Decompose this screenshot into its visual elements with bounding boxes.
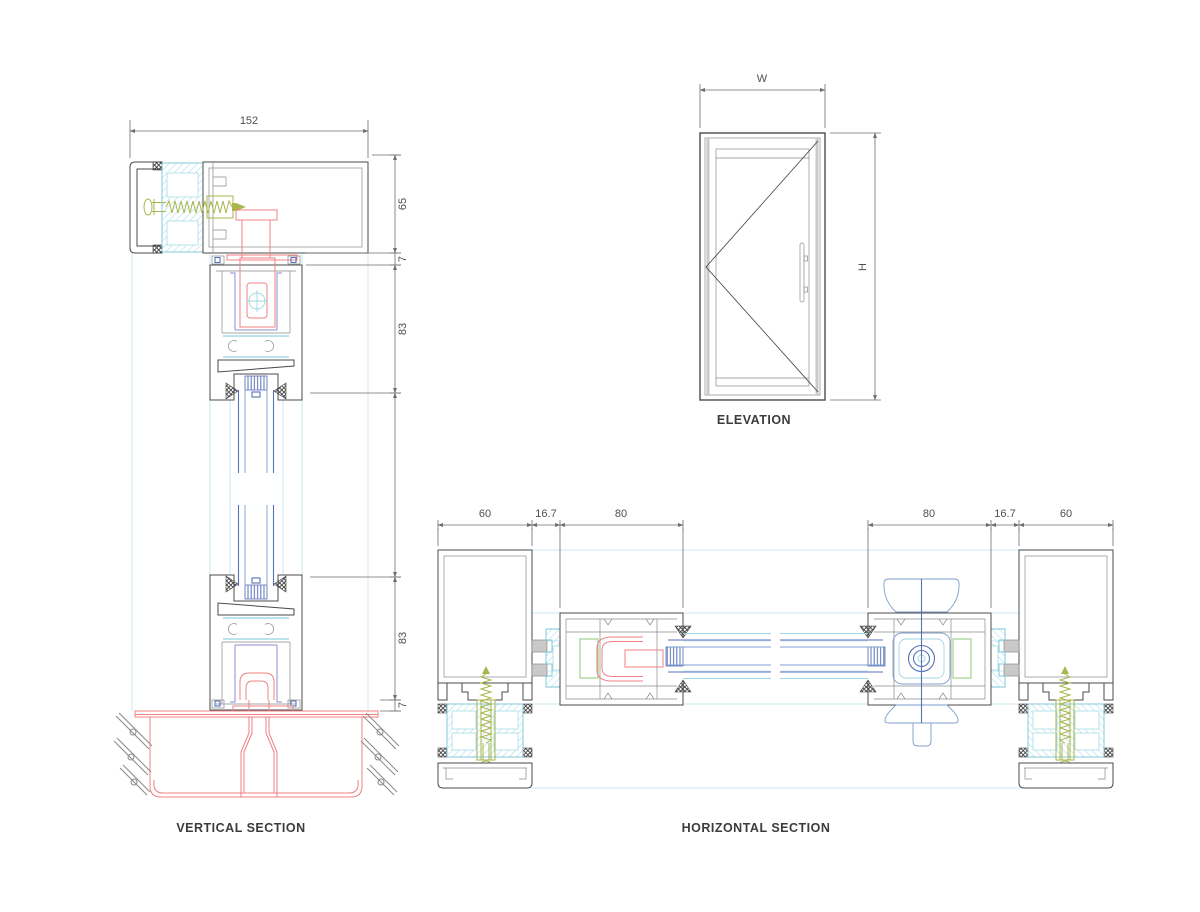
lock-hardware (596, 636, 664, 682)
pivot-hinge-hardware (883, 578, 960, 747)
top-pivot-hardware (226, 209, 298, 328)
projection-lines (131, 253, 369, 711)
ground-hatch (113, 712, 400, 796)
dim-top-rail-label: 83 (397, 323, 409, 335)
dim-right-jamb-label: 60 (1060, 508, 1072, 520)
dim-overall-width-label: 152 (240, 115, 258, 127)
left-jamb-and-lock-stile (437, 549, 772, 789)
sash-bottom-rail (209, 574, 303, 711)
horizontal-section-drawing: 60 16.7 80 80 16.7 60 HORIZONTAL SECTION (437, 508, 1114, 835)
dim-bottom-rail-label: 83 (397, 632, 409, 644)
pivot-axis-symbol (246, 290, 268, 312)
dim-right-stile-label: 80 (923, 508, 935, 520)
elevation-title: ELEVATION (717, 413, 791, 427)
dim-bottom-clearance-label: 7 (397, 702, 409, 708)
vertical-section-drawing: 152 65 7 83 83 7 VERTICAL SECTION (113, 115, 409, 835)
right-jamb-and-hinge-stile (779, 549, 1114, 789)
head-frame-profile (129, 161, 369, 254)
dim-right-clearance-label: 16.7 (994, 508, 1015, 520)
door-leaf (715, 148, 810, 387)
door-frame (699, 132, 826, 401)
door-handle (799, 242, 808, 303)
vertical-section-title: VERTICAL SECTION (176, 821, 305, 835)
dim-left-stile-label: 80 (615, 508, 627, 520)
horizontal-section-title: HORIZONTAL SECTION (682, 821, 831, 835)
dim-left-jamb-label: 60 (479, 508, 491, 520)
vertical-section-dimensions: 152 65 7 83 83 7 (129, 115, 409, 712)
dim-left-clearance-label: 16.7 (535, 508, 556, 520)
dim-head-frame-label: 65 (397, 198, 409, 210)
dim-height-label: H (857, 263, 869, 271)
dim-width-label: W (757, 73, 768, 85)
bottom-pivot-shoe (239, 672, 275, 711)
floor-spring-box (134, 705, 379, 798)
sash-top-rail (209, 264, 303, 401)
horizontal-section-dimensions: 60 16.7 80 80 16.7 60 (437, 508, 1114, 608)
glass-unit-vertical (237, 390, 275, 586)
elevation-dimensions: W H (699, 73, 881, 401)
head-screw (143, 198, 246, 216)
dim-top-clearance-label: 7 (397, 256, 409, 262)
elevation-drawing: W H ELEVATION (699, 73, 881, 427)
swing-lines (705, 140, 819, 393)
